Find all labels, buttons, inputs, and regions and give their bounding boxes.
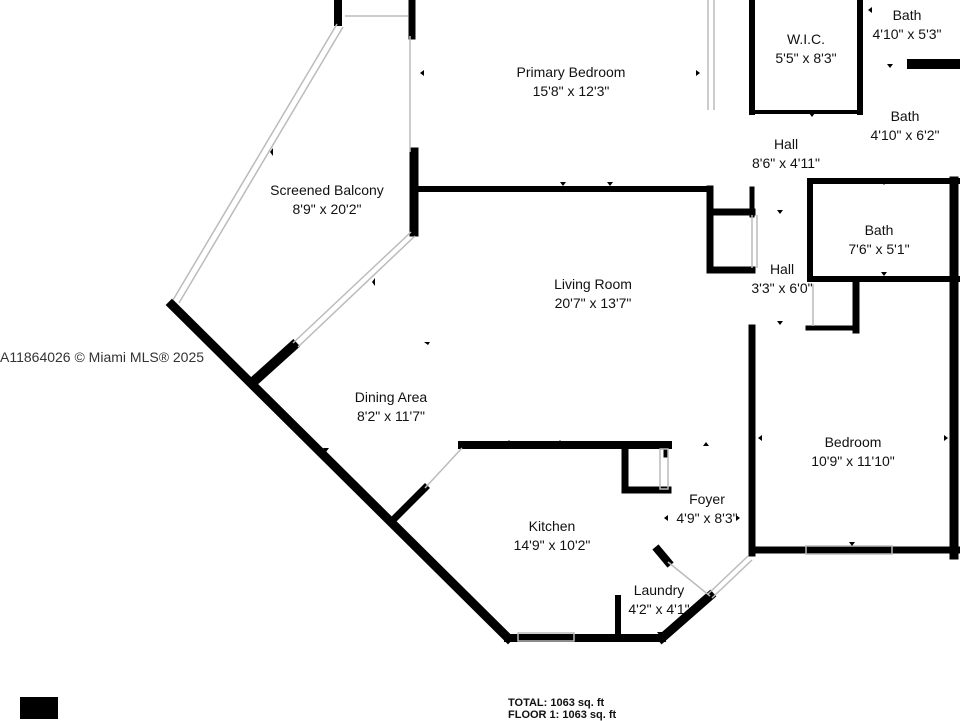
entry-door-inner	[711, 559, 753, 599]
tick-mark	[849, 542, 855, 546]
room-dimensions: 8'2" x 11'7"	[357, 408, 425, 424]
tick-mark	[607, 182, 613, 186]
tick-mark	[758, 435, 762, 441]
tick-mark	[323, 448, 329, 452]
balcony-door-inner	[297, 235, 416, 348]
tick-mark	[270, 148, 273, 156]
room-wic: W.I.C. 5'5" x 8'3"	[775, 30, 836, 68]
tick-mark	[887, 64, 893, 68]
balcony-screen-inner	[178, 26, 344, 304]
dining-kitchen-opening	[424, 447, 463, 489]
dimension-ticks	[270, 7, 948, 642]
bedroom-window	[805, 545, 893, 555]
tick-mark	[777, 321, 783, 325]
windows-and-openings	[172, 0, 893, 642]
room-dimensions: 4'9" x 8'3"	[676, 510, 738, 526]
room-name: Bath	[890, 108, 920, 124]
room-living-room: Living Room 20'7" x 13'7"	[554, 275, 632, 313]
tick-mark	[372, 278, 375, 286]
room-dimensions: 5'5" x 8'3"	[775, 50, 837, 66]
tick-mark	[506, 440, 512, 444]
room-bedroom: Bedroom 10'9" x 11'10"	[811, 433, 895, 471]
room-dimensions: 14'9" x 10'2"	[513, 537, 591, 553]
area-totals: TOTAL: 1063 sq. ft FLOOR 1: 1063 sq. ft	[508, 697, 616, 721]
mls-watermark: A11864026 © Miami MLS® 2025	[0, 349, 205, 365]
wall-southeast-diagonal	[655, 589, 717, 645]
room-hall-upper: Hall 8'6" x 4'11"	[752, 135, 820, 173]
tick-mark	[557, 440, 563, 444]
tick-mark	[868, 7, 872, 13]
walls	[165, 0, 960, 645]
room-hall-lower: Hall 3'3" x 6'0"	[751, 260, 812, 298]
room-bath-3: Bath 7'6" x 5'1"	[848, 221, 909, 259]
room-name: Screened Balcony	[270, 182, 384, 198]
tick-mark	[664, 515, 668, 521]
balcony-screen	[172, 23, 338, 301]
tick-mark	[881, 272, 887, 276]
room-name: Bath	[892, 7, 922, 23]
pantry-window	[659, 448, 669, 490]
room-name: Dining Area	[354, 389, 428, 405]
balcony-door	[292, 231, 412, 344]
room-dimensions: 8'9" x 20'2"	[292, 201, 362, 217]
room-primary-bedroom: Primary Bedroom 15'8" x 12'3"	[517, 63, 626, 101]
room-kitchen: Kitchen 14'9" x 10'2"	[514, 517, 591, 555]
floor1-area: FLOOR 1: 1063 sq. ft	[508, 709, 617, 721]
wall-laundry-stub	[652, 544, 674, 568]
wall-dining-kitchen	[388, 483, 430, 525]
room-name: Laundry	[633, 582, 685, 598]
tick-mark	[560, 182, 566, 186]
room-name: W.I.C.	[786, 31, 826, 47]
tick-mark	[777, 210, 783, 214]
room-laundry: Laundry 4'2" x 4'1"	[628, 581, 689, 619]
tick-mark	[881, 181, 887, 185]
tick-mark	[575, 638, 581, 642]
laundry-door	[667, 561, 711, 597]
room-dimensions: 8'6" x 4'11"	[752, 155, 820, 171]
room-name: Hall	[773, 136, 799, 152]
room-bath-2: Bath 4'10" x 6'2"	[871, 107, 940, 145]
room-dining-area: Dining Area 8'2" x 11'7"	[355, 388, 427, 426]
room-name: Kitchen	[528, 518, 576, 534]
wall-balcony-divider	[244, 338, 301, 391]
room-dimensions: 4'2" x 4'1"	[628, 601, 690, 617]
total-area: TOTAL: 1063 sq. ft	[508, 697, 605, 709]
room-name: Foyer	[689, 491, 725, 507]
room-name: Hall	[769, 261, 795, 277]
tick-mark	[537, 636, 543, 640]
tick-mark	[703, 442, 709, 446]
tick-mark	[420, 70, 424, 76]
room-dimensions: 4'10" x 6'2"	[870, 127, 940, 143]
room-name: Living Room	[554, 276, 632, 292]
wall-west-diagonal	[165, 298, 515, 645]
room-dimensions: 10'9" x 11'10"	[811, 453, 895, 469]
room-name: Primary Bedroom	[516, 64, 626, 80]
tick-mark	[944, 435, 948, 441]
room-dimensions: 20'7" x 13'7"	[554, 295, 632, 311]
room-dimensions: 3'3" x 6'0"	[751, 280, 813, 296]
room-bath-top: Bath 4'10" x 5'3"	[873, 6, 942, 44]
kitchen-window	[517, 632, 575, 642]
room-dimensions: 7'6" x 5'1"	[848, 241, 910, 257]
tick-mark	[736, 515, 740, 521]
tick-mark	[657, 632, 663, 636]
tick-mark	[424, 342, 430, 345]
room-dimensions: 4'10" x 5'3"	[872, 26, 942, 42]
wall-kitchen-pantry	[621, 441, 672, 494]
tick-mark	[809, 113, 815, 117]
wall-closet	[706, 185, 756, 274]
tick-mark	[696, 70, 700, 76]
entry-door	[707, 555, 749, 595]
room-screened-balcony: Screened Balcony 8'9" x 20'2"	[270, 181, 384, 219]
room-foyer: Foyer 4'9" x 8'3"	[676, 490, 737, 528]
compass-box	[20, 697, 58, 719]
room-name: Bath	[864, 222, 894, 238]
room-name: Bedroom	[824, 434, 882, 450]
room-dimensions: 15'8" x 12'3"	[532, 83, 610, 99]
